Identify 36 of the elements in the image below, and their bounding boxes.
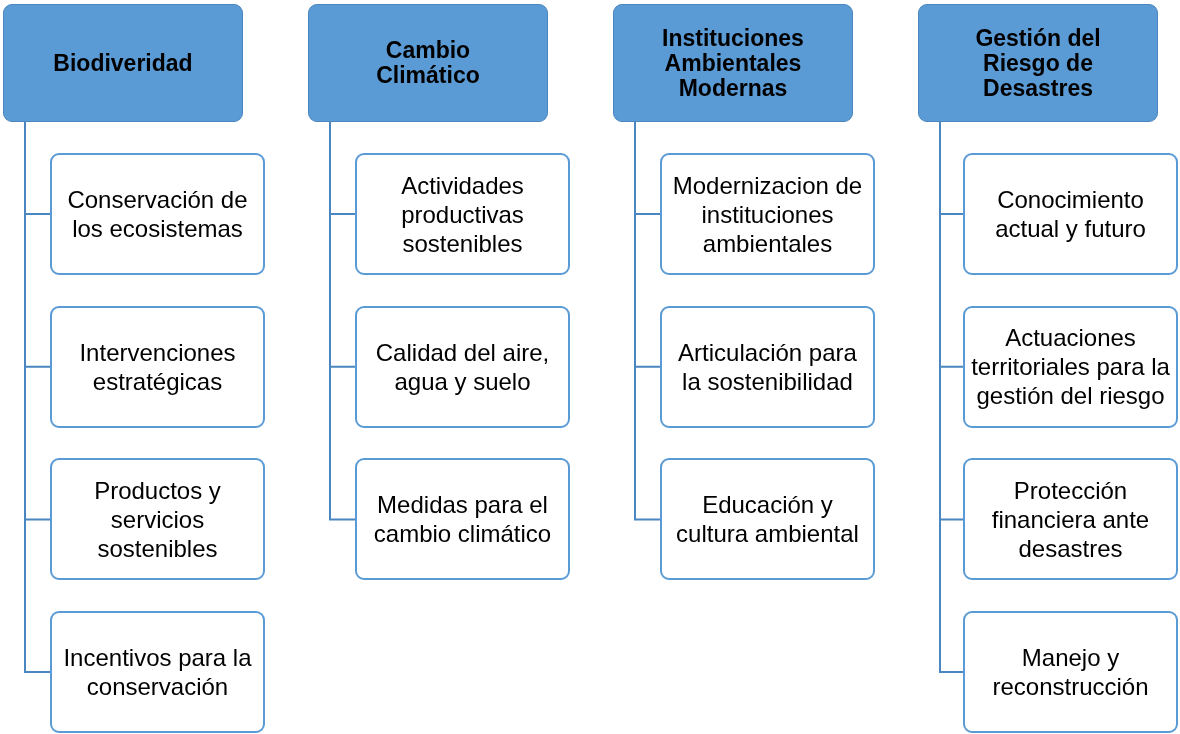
- item-label: Conservación de los ecosistemas: [66, 185, 249, 243]
- item-box: [50, 458, 265, 581]
- item-box: [660, 458, 875, 581]
- item-label: Intervenciones estratégicas: [78, 337, 237, 396]
- category-box: [308, 4, 548, 122]
- category-title: Cambio Climático: [375, 38, 481, 88]
- item-box: [355, 305, 570, 428]
- category-title: Biodiveridad: [53, 50, 193, 76]
- item-label: Actividades productivas sostenibles: [400, 170, 525, 258]
- item-box: [963, 305, 1178, 428]
- item-box: [963, 458, 1178, 581]
- item-label: Modernizacion de instituciones ambientales: [671, 170, 864, 258]
- item-box: [660, 153, 875, 275]
- item-label: Conocimiento actual y futuro: [994, 185, 1147, 243]
- item-box: [963, 611, 1178, 734]
- category-title: Gestión del Riesgo de Desastres: [974, 25, 1102, 101]
- item-label: Productos y servicios sostenibles: [93, 475, 222, 563]
- item-label: Educación y cultura ambiental: [675, 490, 860, 549]
- item-label: Incentivos para la conservación: [62, 643, 253, 702]
- item-label: Protección financiera ante desastres: [990, 475, 1151, 563]
- item-box: [50, 611, 265, 734]
- item-label: Articulación para la sostenibilidad: [677, 337, 858, 396]
- item-box: [50, 153, 265, 275]
- item-label: Manejo y reconstrucción: [991, 643, 1150, 702]
- item-box: [660, 305, 875, 428]
- category-box: [3, 4, 243, 122]
- category-title: Instituciones Ambientales Modernas: [661, 25, 805, 101]
- category-box: [613, 4, 853, 122]
- category-box: [918, 4, 1158, 122]
- item-label: Actuaciones territoriales para la gestión del riesgo: [971, 323, 1170, 411]
- item-box: [963, 153, 1178, 275]
- item-label: Calidad del aire, agua y suelo: [374, 337, 551, 396]
- item-box: [355, 458, 570, 581]
- item-box: [355, 153, 570, 275]
- item-box: [50, 305, 265, 428]
- item-label: Medidas para el cambio climático: [372, 490, 553, 549]
